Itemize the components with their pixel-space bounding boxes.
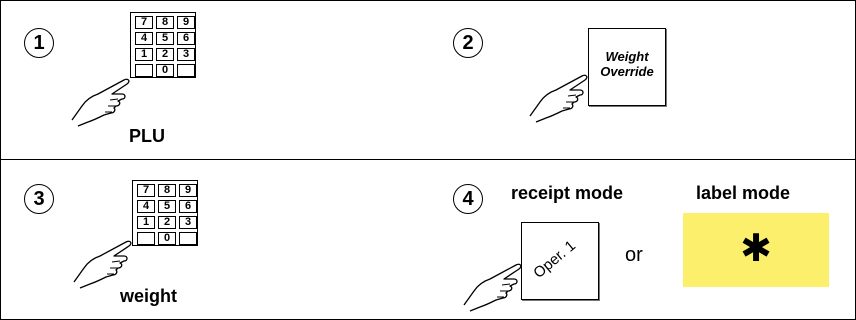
weight-override-line2: Override [600, 64, 654, 79]
key-blank-right[interactable] [177, 64, 195, 77]
key-8[interactable]: 8 [156, 16, 174, 29]
step-1-caption: PLU [129, 126, 165, 146]
key-blank-left[interactable] [135, 64, 153, 77]
step-1-number: 1 [24, 28, 54, 58]
key-5[interactable]: 5 [156, 32, 174, 45]
key-7[interactable]: 7 [135, 16, 153, 29]
pointing-hand-icon [463, 263, 522, 312]
key-3[interactable]: 3 [177, 48, 195, 61]
weight-override-label: Weight Override [589, 49, 665, 79]
pointing-hand-icon [71, 78, 130, 127]
label-mode-heading: label mode [696, 183, 791, 203]
key-8[interactable]: 8 [158, 184, 176, 197]
receipt-mode-heading: receipt mode [511, 183, 624, 203]
operator-key-icon[interactable]: Oper. 1 [521, 222, 599, 300]
pointing-hand-icon [529, 74, 588, 123]
key-4[interactable]: 4 [135, 32, 153, 45]
key-blank-left[interactable] [137, 232, 155, 245]
key-1[interactable]: 1 [137, 216, 155, 229]
key-3[interactable]: 3 [179, 216, 197, 229]
pointing-hand-icon [73, 240, 132, 289]
asterisk-symbol: ✱ [740, 228, 772, 270]
step-4-number: 4 [453, 184, 483, 214]
key-2[interactable]: 2 [156, 48, 174, 61]
asterisk-key-icon[interactable]: ✱ [683, 213, 829, 287]
key-6[interactable]: 6 [179, 200, 197, 213]
keypad-icon[interactable]: 7 8 9 4 5 6 1 2 3 0 [132, 180, 198, 246]
step-3-number: 3 [24, 184, 54, 214]
or-separator: or [625, 244, 643, 266]
key-9[interactable]: 9 [177, 16, 195, 29]
step-2-number: 2 [453, 28, 483, 58]
key-1[interactable]: 1 [135, 48, 153, 61]
key-0[interactable]: 0 [158, 232, 176, 245]
key-0[interactable]: 0 [156, 64, 174, 77]
key-blank-right[interactable] [179, 232, 197, 245]
key-7[interactable]: 7 [137, 184, 155, 197]
key-4[interactable]: 4 [137, 200, 155, 213]
key-2[interactable]: 2 [158, 216, 176, 229]
key-6[interactable]: 6 [177, 32, 195, 45]
key-5[interactable]: 5 [158, 200, 176, 213]
row-divider [0, 159, 856, 160]
key-9[interactable]: 9 [179, 184, 197, 197]
weight-override-key-icon[interactable]: Weight Override [588, 28, 666, 106]
step-3-caption: weight [120, 286, 177, 306]
keypad-icon[interactable]: 7 8 9 4 5 6 1 2 3 0 [130, 12, 196, 78]
weight-override-line1: Weight [605, 49, 649, 64]
